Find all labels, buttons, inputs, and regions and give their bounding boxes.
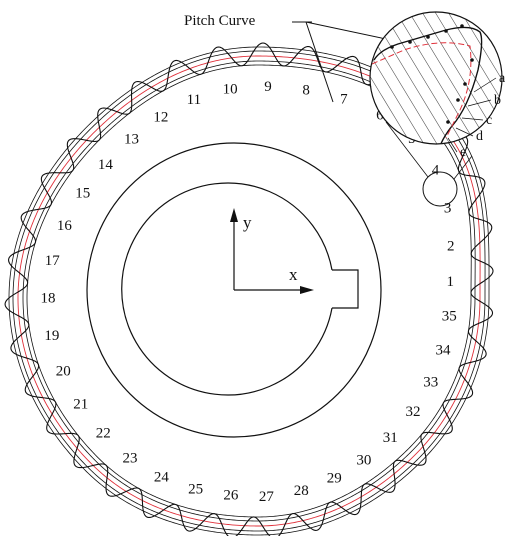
tooth-number: 25	[188, 482, 203, 498]
detail-circle-border	[369, 11, 503, 145]
tooth-number: 13	[124, 132, 139, 148]
detail-sample-point	[460, 24, 464, 28]
detail-label-c: c	[486, 113, 492, 128]
tooth-number: 33	[423, 375, 438, 391]
tooth-number: 19	[44, 328, 59, 344]
tooth-number: 21	[73, 396, 88, 412]
x-axis-arrowhead	[300, 286, 314, 294]
tooth-number: 12	[153, 110, 168, 126]
tooth-number: 4	[432, 163, 440, 179]
detail-tooth-outline	[373, 26, 483, 144]
y-axis-arrowhead	[230, 208, 238, 222]
detail-sample-point	[390, 45, 394, 49]
tooth-number: 6	[376, 107, 384, 123]
hatch-line	[370, 12, 412, 144]
hatch-line	[370, 12, 425, 144]
hatch-line	[408, 12, 490, 144]
gear-hub	[86, 142, 382, 438]
detail-pitch-curve	[371, 42, 472, 139]
detail-label-leader	[447, 137, 458, 153]
detail-sample-point	[426, 35, 430, 39]
hatch-line	[434, 12, 502, 144]
hub-outer-circle	[86, 142, 382, 438]
tooth-number: 35	[442, 309, 457, 325]
hatch-line	[447, 12, 502, 144]
tooth-number: 2	[447, 238, 455, 254]
x-axis-label: x	[289, 265, 298, 284]
detail-label-a: a	[499, 71, 506, 86]
tooth-number: 34	[436, 343, 452, 359]
tooth-number: 8	[302, 83, 310, 99]
callout-leader-to-pitch-curve	[305, 21, 334, 103]
tooth-number: 22	[96, 426, 111, 442]
pitch-curve-label: Pitch Curve	[184, 13, 256, 29]
detail-label-d: d	[476, 129, 483, 144]
tooth-number: 3	[444, 200, 452, 216]
tooth-number: 30	[356, 452, 371, 468]
tooth-number: 16	[57, 218, 73, 234]
tooth-number: 23	[123, 451, 138, 467]
detail-label-leader	[455, 127, 474, 137]
detail-sample-point	[446, 120, 450, 124]
detail-label-e: e	[460, 145, 466, 160]
y-axis-label: y	[243, 213, 252, 232]
coordinate-axes: y x	[230, 208, 314, 294]
tooth-number: 28	[294, 483, 309, 499]
detail-source-circle	[422, 171, 458, 207]
tooth-number: 1	[446, 274, 454, 290]
hatch-line	[460, 12, 502, 144]
tooth-number: 26	[223, 488, 239, 504]
detail-connector-right	[453, 155, 473, 180]
tooth-number: 31	[383, 430, 398, 446]
tooth-number: 32	[406, 404, 421, 420]
tooth-number: 17	[45, 253, 61, 269]
tooth-number: 14	[98, 157, 114, 173]
tooth-number: 27	[259, 489, 275, 505]
detail-sample-point	[470, 58, 474, 62]
keyway	[332, 269, 359, 309]
hatch-line	[395, 12, 477, 144]
detail-label-leader	[473, 77, 497, 93]
detail-connector-left	[385, 121, 429, 178]
tooth-number: 7	[340, 91, 348, 107]
tooth-number: 10	[223, 82, 238, 98]
tooth-number: 18	[41, 291, 56, 307]
detail-sample-point	[463, 82, 467, 86]
tooth-number: 5	[408, 131, 416, 147]
tooth-number: 11	[187, 92, 201, 108]
detail-label-b: b	[494, 93, 501, 108]
tooth-number: 15	[75, 186, 90, 202]
detail-label-leader	[467, 99, 492, 107]
tooth-number: 20	[56, 364, 71, 380]
detail-label-leader	[461, 117, 484, 121]
tooth-number: 9	[264, 79, 272, 95]
detail-sample-point	[444, 29, 448, 33]
bore-circle	[121, 182, 333, 396]
tooth-number: 29	[327, 470, 342, 486]
tooth-numbers: 1234567891011121314151617181920212223242…	[41, 79, 457, 505]
tooth-number: 24	[154, 469, 170, 485]
detail-sample-point	[456, 98, 460, 102]
hatch-line	[370, 12, 438, 144]
detail-sample-point	[408, 40, 412, 44]
